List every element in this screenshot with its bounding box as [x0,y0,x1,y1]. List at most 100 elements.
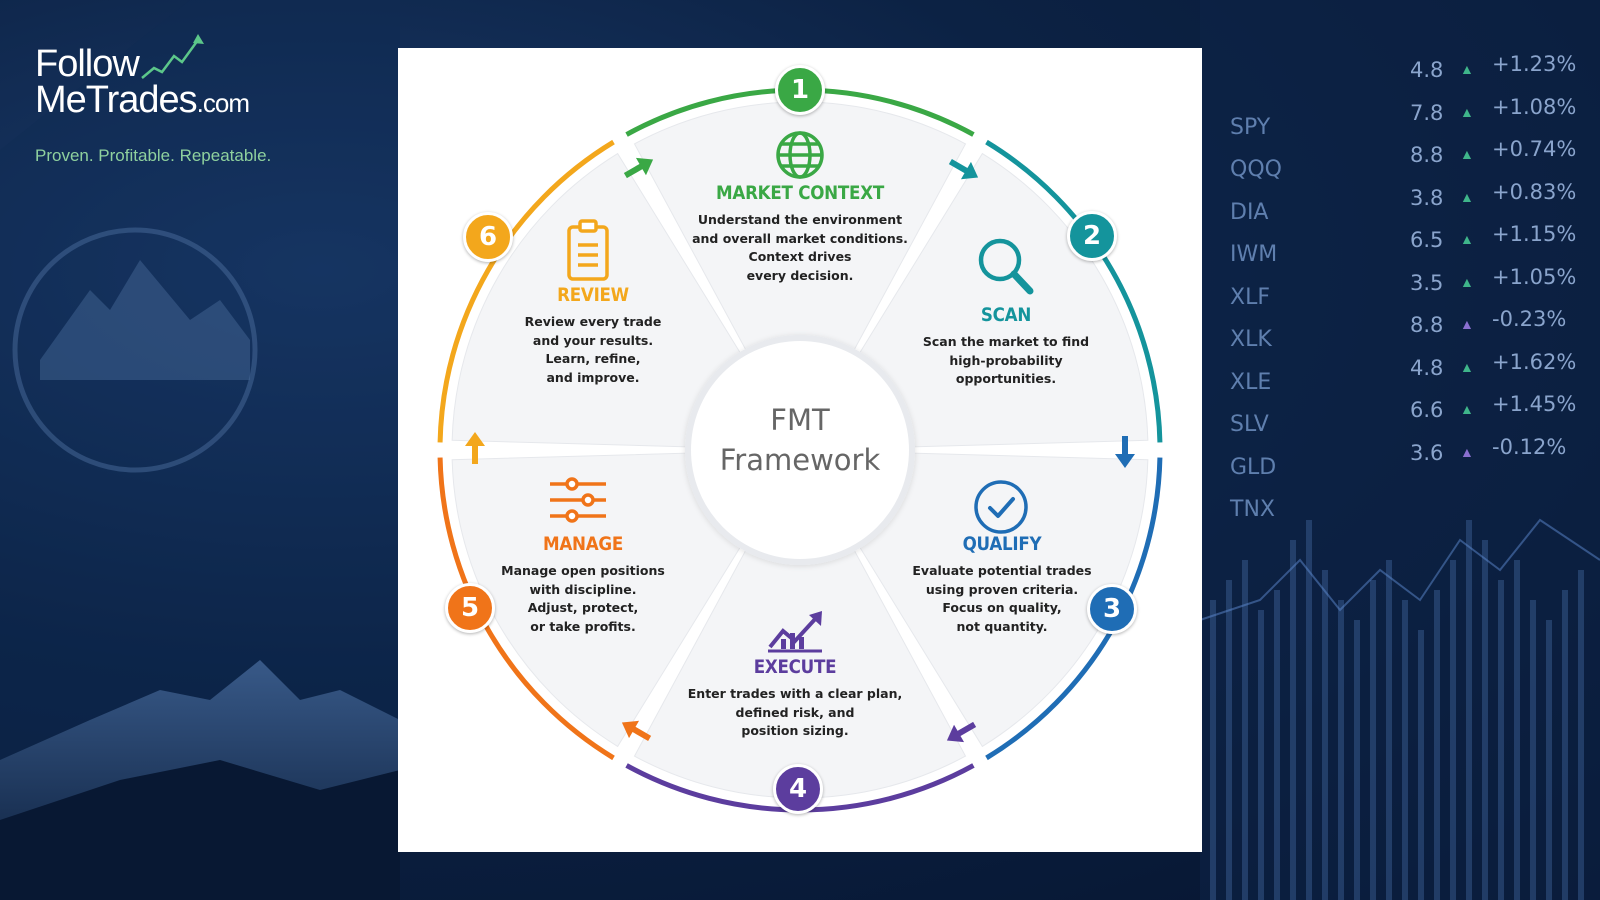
ticker-change: +1.62% [1492,349,1577,374]
step-title-manage: MANAGE [542,533,624,555]
step-desc-line: with discipline. [529,581,637,597]
center-title-line1: FMT [770,403,830,437]
ticker-symbol: SLV [1230,412,1269,437]
watermark-logo [12,227,258,473]
step-desc-line: opportunities. [955,371,1057,386]
ticker-change: -0.23% [1492,307,1567,331]
step-desc-line: using proven criteria. [925,581,1079,597]
brand-name: MeTrades [35,79,198,121]
step-number-badge-3: 3 [1087,584,1137,634]
ticker-symbol: XLF [1230,284,1270,310]
magnifier-icon [978,238,1034,295]
ticker-arrow-icon: ▲ [1460,188,1474,205]
ticker-row: XLF 3.5 ▲ +1.05% [1230,265,1576,314]
ticker-row: 4.8 ▲ +1.23% [1230,52,1576,101]
step-desc-line: Review every trade [524,314,662,329]
ticker-symbol: IWM [1230,242,1278,267]
ticker-change: +1.15% [1492,222,1577,246]
step-number-badge-6: 6 [463,212,513,262]
step-title-execute: EXECUTE [753,656,837,678]
ticker-value: 6.5 [1410,228,1444,252]
ticker-arrow-icon: ▲ [1460,273,1474,290]
step-desc-line: and overall market conditions. [692,230,908,246]
step-desc-line: not quantity. [956,618,1048,634]
connector-arrow-icon [623,157,654,179]
ticker-change: +1.23% [1492,52,1577,76]
ticker-arrow-icon: ▲ [1460,103,1474,120]
step-desc-line: Understand the environment [697,212,903,227]
step-desc-line: and your results. [532,332,654,348]
ticker-value: 8.8 [1410,143,1444,167]
step-desc-market-context: Understand the environment and overall ma… [690,211,910,285]
step-desc-execute: Enter trades with a clear plan,defined r… [685,685,905,741]
ticker-value: 3.5 [1410,270,1444,295]
ticker-row: TNX [1230,483,1570,526]
brand-line1: Follow [35,43,140,85]
step-desc-qualify: Evaluate potential trades using proven cr… [892,562,1112,636]
ticker-value: 4.8 [1410,58,1444,82]
framework-diagram [437,87,1163,813]
ticker-symbol: TNX [1230,497,1275,522]
step-title-review: REVIEW [557,284,629,306]
ticker-symbol: XLE [1230,369,1272,395]
ticker-symbol: SPY [1230,114,1271,140]
ticker-value: 4.8 [1410,355,1444,380]
ticker-value: 7.8 [1410,100,1444,125]
brand-logo: Follow MeTrades.com [35,43,250,121]
step-title-scan: SCAN [980,304,1032,326]
background-bars [1210,520,1584,900]
clipboard-icon [567,219,609,281]
step-desc-line: every decision. [746,267,854,283]
step-number-badge-4: 4 [773,764,823,814]
step-number-badge-2: 2 [1067,211,1117,261]
center-circle [685,335,915,565]
trend-chart-icon [768,611,822,653]
connector-arrow-icon [946,721,977,743]
ticker-symbol: GLD [1230,454,1277,480]
step-desc-line: or take profits. [530,618,636,634]
ticker-arrow-icon: ▲ [1460,443,1474,460]
brand-domain: .com [196,88,250,118]
background-line [1199,518,1600,621]
connector-arrow-icon [465,432,485,464]
step-desc-line: Manage open positions [501,563,665,578]
sliders-icon [550,477,606,523]
connector-arrow-icon [1115,436,1135,468]
connector-arrow-icon [948,158,979,180]
brand-tagline: Proven. Profitable. Repeatable. [35,146,272,165]
ticker-symbol: DIA [1230,199,1269,225]
ticker-value: 3.6 [1410,440,1444,465]
ticker-change: +0.83% [1492,179,1577,204]
step-desc-review: Review every trade and your results. Learn… [483,313,703,387]
step-desc-line: Evaluate potential trades [912,563,1092,578]
ring-arc-6 [437,139,615,443]
center-title-line2: Framework [719,443,881,477]
step-desc-line: Learn, refine, [545,351,641,366]
brand-line2: MeTrades.com [35,79,250,121]
ticker-change: +1.05% [1492,264,1577,289]
ticker-symbol: XLK [1230,327,1272,352]
ticker-change: +0.74% [1492,137,1577,161]
step-title-qualify: QUALIFY [962,533,1042,555]
ticker-arrow-icon: ▲ [1460,316,1474,332]
step-desc-line: high-probability [949,352,1063,368]
step-number-badge-5: 5 [445,583,495,633]
ticker-arrow-icon: ▲ [1460,401,1474,417]
trend-arrow-icon [141,34,204,79]
step-desc-line: position sizing. [741,723,849,738]
connector-arrow-icon [621,720,652,742]
ticker-arrow-icon: ▲ [1460,61,1474,77]
ticker-symbol: QQQ [1230,157,1282,182]
step-desc-line: and improve. [546,369,640,385]
